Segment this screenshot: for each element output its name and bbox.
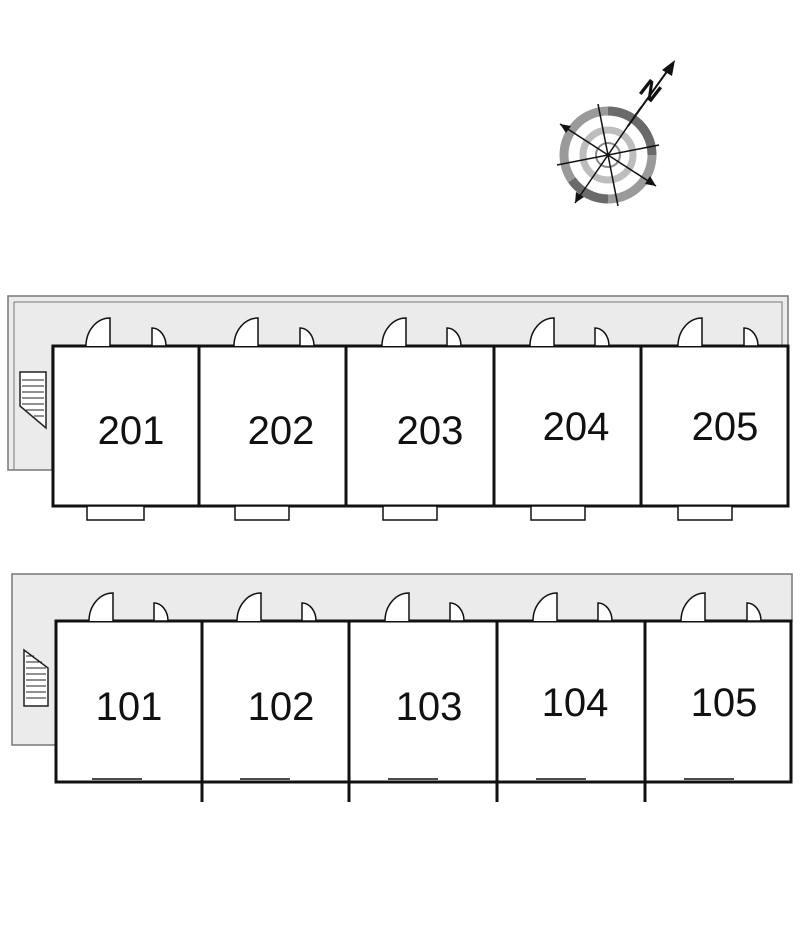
- unit-101: 101: [88, 592, 169, 780]
- meter-box-icon: [597, 602, 613, 622]
- door-icon: [680, 592, 706, 622]
- meter-box-icon: [153, 602, 169, 622]
- unit-105: 105: [680, 592, 762, 780]
- building-outline-2f: [51, 344, 790, 508]
- unit-203: 203: [381, 317, 464, 521]
- unit-102: 102: [236, 592, 317, 780]
- balcony: [234, 505, 290, 521]
- balcony: [530, 505, 586, 521]
- unit-number: 205: [692, 405, 759, 449]
- balcony: [382, 505, 438, 521]
- door-icon: [233, 317, 259, 347]
- unit-number: 105: [691, 681, 758, 725]
- north-compass-icon: N: [556, 60, 675, 207]
- unit-number: 103: [396, 685, 463, 729]
- unit-202: 202: [233, 317, 315, 521]
- unit-number: 202: [248, 409, 315, 453]
- door-icon: [85, 317, 111, 347]
- unit-103: 103: [384, 592, 465, 780]
- north-arrow-icon: [662, 60, 675, 76]
- unit-number: 104: [542, 681, 609, 725]
- door-icon: [532, 592, 558, 622]
- door-icon: [677, 317, 703, 347]
- meter-box-icon: [301, 602, 317, 622]
- unit-205: 205: [677, 317, 759, 521]
- door-icon: [88, 592, 114, 622]
- unit-204: 204: [529, 317, 610, 521]
- stairs-2f: [19, 371, 47, 430]
- meter-box-icon: [746, 602, 762, 622]
- unit-number: 203: [397, 409, 464, 453]
- second-floor: 201 202 203 204 205: [7, 295, 790, 521]
- meter-box-icon: [743, 327, 759, 347]
- meter-box-icon: [151, 327, 167, 347]
- door-icon: [384, 592, 410, 622]
- unit-number: 201: [98, 409, 165, 453]
- meter-box-icon: [594, 327, 610, 347]
- door-icon: [529, 317, 555, 347]
- balcony: [86, 505, 145, 521]
- unit-201: 201: [85, 317, 167, 521]
- unit-104: 104: [532, 592, 613, 780]
- building-outline-1f: [54, 619, 793, 784]
- unit-number: 204: [543, 405, 610, 449]
- door-icon: [381, 317, 407, 347]
- meter-box-icon: [449, 602, 465, 622]
- unit-number: 101: [96, 685, 163, 729]
- balcony: [677, 505, 733, 521]
- door-icon: [236, 592, 262, 622]
- first-floor: 101 102 103 104 105: [11, 573, 793, 802]
- meter-box-icon: [299, 327, 315, 347]
- unit-number: 102: [248, 685, 315, 729]
- meter-box-icon: [446, 327, 462, 347]
- stairs-1f: [23, 648, 49, 707]
